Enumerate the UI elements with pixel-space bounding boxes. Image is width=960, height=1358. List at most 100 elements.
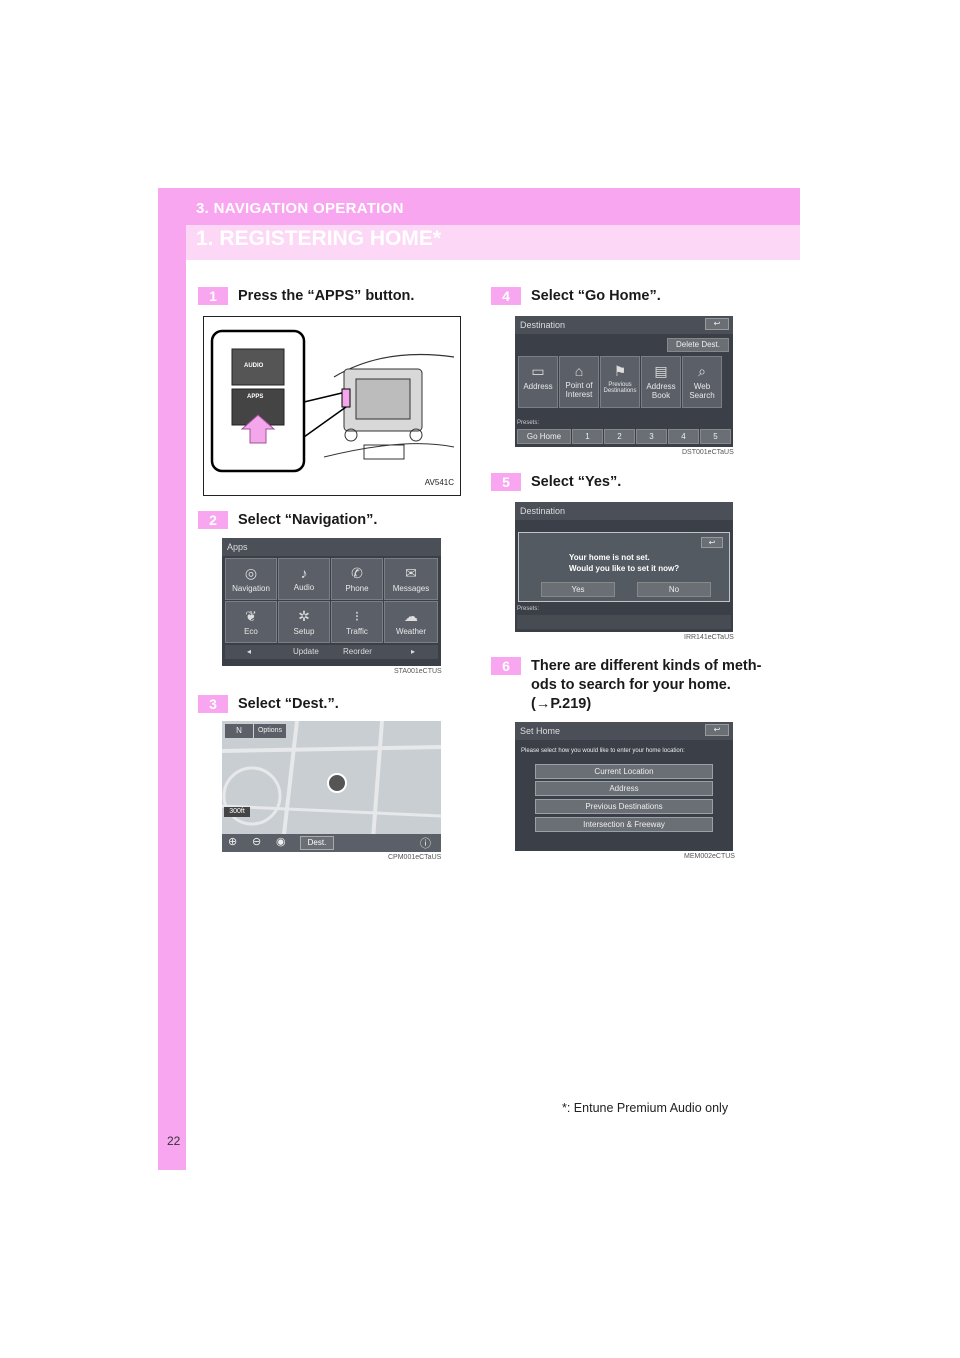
traffic-light-icon: ⁝ — [354, 608, 360, 624]
dialog-message-line1: Your home is not set. — [569, 553, 650, 562]
destination-title: Destination — [515, 316, 733, 334]
tile-traffic[interactable]: ⁝Traffic — [331, 601, 383, 643]
side-bar — [158, 188, 186, 1170]
address-card-icon: ▭ — [531, 363, 545, 379]
apps-screen-title: Apps — [222, 538, 441, 556]
set-home-prompt: Please select how you would like to ente… — [521, 748, 685, 754]
building-icon: ⌂ — [574, 363, 584, 379]
figure-map-screen: N Options 300ft ⊕ ⊖ ◉ Dest. ⓘ — [222, 721, 441, 852]
leaf-icon: ❦ — [245, 608, 257, 624]
step-text-4: Select “Go Home”. — [531, 288, 661, 304]
section-title: 3. NAVIGATION OPERATION — [196, 200, 404, 217]
figure-code: IRR141eCTaUS — [684, 634, 734, 641]
tile-setup[interactable]: ✲Setup — [278, 601, 330, 643]
reorder-button[interactable]: Reorder — [343, 647, 372, 656]
preset-3-button[interactable]: 3 — [636, 429, 667, 444]
tile-phone[interactable]: ✆Phone — [331, 558, 383, 600]
preset-5-button[interactable]: 5 — [700, 429, 731, 444]
update-button[interactable]: Update — [293, 647, 319, 656]
section-band — [158, 188, 800, 225]
options-button[interactable]: Options — [254, 724, 286, 738]
page-number: 22 — [167, 1134, 181, 1148]
confirm-dialog: ↩ Your home is not set. Would you like t… — [518, 532, 730, 602]
go-home-button[interactable]: Go Home — [517, 429, 571, 444]
gear-icon: ✲ — [298, 608, 310, 624]
dimmed-presets-bar — [517, 615, 731, 629]
step-text-2: Select “Navigation”. — [238, 512, 378, 528]
compass-icon[interactable]: ◉ — [276, 836, 286, 848]
dialog-message-line2: Would you like to set it now? — [569, 564, 680, 573]
back-icon[interactable]: ↩ — [705, 318, 729, 330]
map-bottom-bar: ⊕ ⊖ ◉ Dest. ⓘ — [222, 834, 441, 852]
figure-code: MEM002eCTUS — [684, 853, 735, 860]
tile-previous[interactable]: ⚑Previous Destinations — [600, 356, 640, 408]
tile-address[interactable]: ▭Address — [518, 356, 558, 408]
chevron-right-icon[interactable]: ▸ — [411, 647, 416, 656]
step-text-6-line1: There are different kinds of meth- — [531, 658, 762, 674]
music-note-icon: ♪ — [300, 565, 308, 581]
step-badge-4: 4 — [491, 287, 521, 305]
apps-label: APPS — [247, 394, 264, 400]
map-scale: 300ft — [224, 807, 250, 817]
set-home-title: Set Home — [515, 722, 733, 740]
step-badge-6: 6 — [491, 657, 521, 675]
tile-navigation[interactable]: ◎Navigation — [225, 558, 277, 600]
tile-weather[interactable]: ☁Weather — [384, 601, 438, 643]
tile-audio[interactable]: ♪Audio — [278, 558, 330, 600]
tile-messages[interactable]: ✉Messages — [384, 558, 438, 600]
step-badge-1: 1 — [198, 287, 228, 305]
footnote: *: Entune Premium Audio only — [562, 1101, 729, 1115]
cloud-icon: ☁ — [404, 608, 418, 624]
step-text-3: Select “Dest.”. — [238, 696, 339, 712]
dashboard-drawing — [204, 317, 460, 495]
current-location-button[interactable]: Current Location — [535, 764, 713, 779]
address-button[interactable]: Address — [535, 781, 713, 796]
back-icon[interactable]: ↩ — [701, 537, 723, 548]
info-icon[interactable]: ⓘ — [420, 838, 431, 850]
step-text-5: Select “Yes”. — [531, 474, 622, 490]
step-badge-3: 3 — [198, 695, 228, 713]
preset-1-button[interactable]: 1 — [572, 429, 603, 444]
figure-destination-screen: Destination ↩ Delete Dest. ▭Address ⌂Poi… — [515, 316, 733, 447]
book-icon: ▤ — [654, 363, 668, 379]
apps-bottom-bar: ◂ Update Reorder ▸ — [225, 645, 438, 659]
step-text-6-line3: (→P.219) — [531, 696, 592, 712]
figure-code: AV541C — [424, 478, 454, 487]
north-icon[interactable]: N — [225, 724, 253, 738]
intersection-freeway-button[interactable]: Intersection & Freeway — [535, 817, 713, 832]
yes-button[interactable]: Yes — [541, 582, 615, 597]
presets-bar: Go Home 1 2 3 4 5 — [517, 429, 731, 444]
tile-web-search[interactable]: ⌕Web Search — [682, 356, 722, 408]
previous-destinations-button[interactable]: Previous Destinations — [535, 799, 713, 814]
figure-set-home-screen: Set Home ↩ Please select how you would l… — [515, 722, 733, 851]
flag-icon: ⚑ — [613, 363, 627, 379]
delete-dest-button[interactable]: Delete Dest. — [667, 338, 729, 352]
search-icon: ⌕ — [698, 363, 706, 379]
heading-band — [186, 225, 800, 260]
step-text-6-line2: ods to search for your home. — [531, 677, 731, 693]
zoom-in-icon[interactable]: ⊕ — [228, 836, 238, 848]
figure-apps-screen: Apps ◎Navigation ♪Audio ✆Phone ✉Messages… — [222, 538, 441, 666]
map-drawing — [222, 721, 441, 852]
back-icon[interactable]: ↩ — [705, 724, 729, 736]
preset-4-button[interactable]: 4 — [668, 429, 699, 444]
zoom-out-icon[interactable]: ⊖ — [252, 836, 262, 848]
presets-label: Presets: — [517, 606, 540, 612]
dest-button[interactable]: Dest. — [300, 836, 334, 850]
tile-poi[interactable]: ⌂Point of Interest — [559, 356, 599, 408]
figure-apps-button: AUDIO APPS AV541C — [203, 316, 461, 496]
no-button[interactable]: No — [637, 582, 711, 597]
step-badge-5: 5 — [491, 473, 521, 491]
envelope-icon: ✉ — [405, 565, 417, 581]
chevron-left-icon[interactable]: ◂ — [247, 647, 252, 656]
preset-2-button[interactable]: 2 — [604, 429, 635, 444]
tile-address-book[interactable]: ▤Address Book — [641, 356, 681, 408]
figure-yes-screen: Destination ↩ Your home is not set. Woul… — [515, 502, 733, 632]
figure-code: DST001eCTaUS — [682, 449, 734, 456]
phone-icon: ✆ — [351, 565, 363, 581]
navigation-icon: ◎ — [244, 565, 258, 581]
figure-code: STA001eCTUS — [394, 668, 442, 675]
tile-eco[interactable]: ❦Eco — [225, 601, 277, 643]
figure-code: CPM001eCTaUS — [388, 854, 442, 861]
step-badge-2: 2 — [198, 511, 228, 529]
